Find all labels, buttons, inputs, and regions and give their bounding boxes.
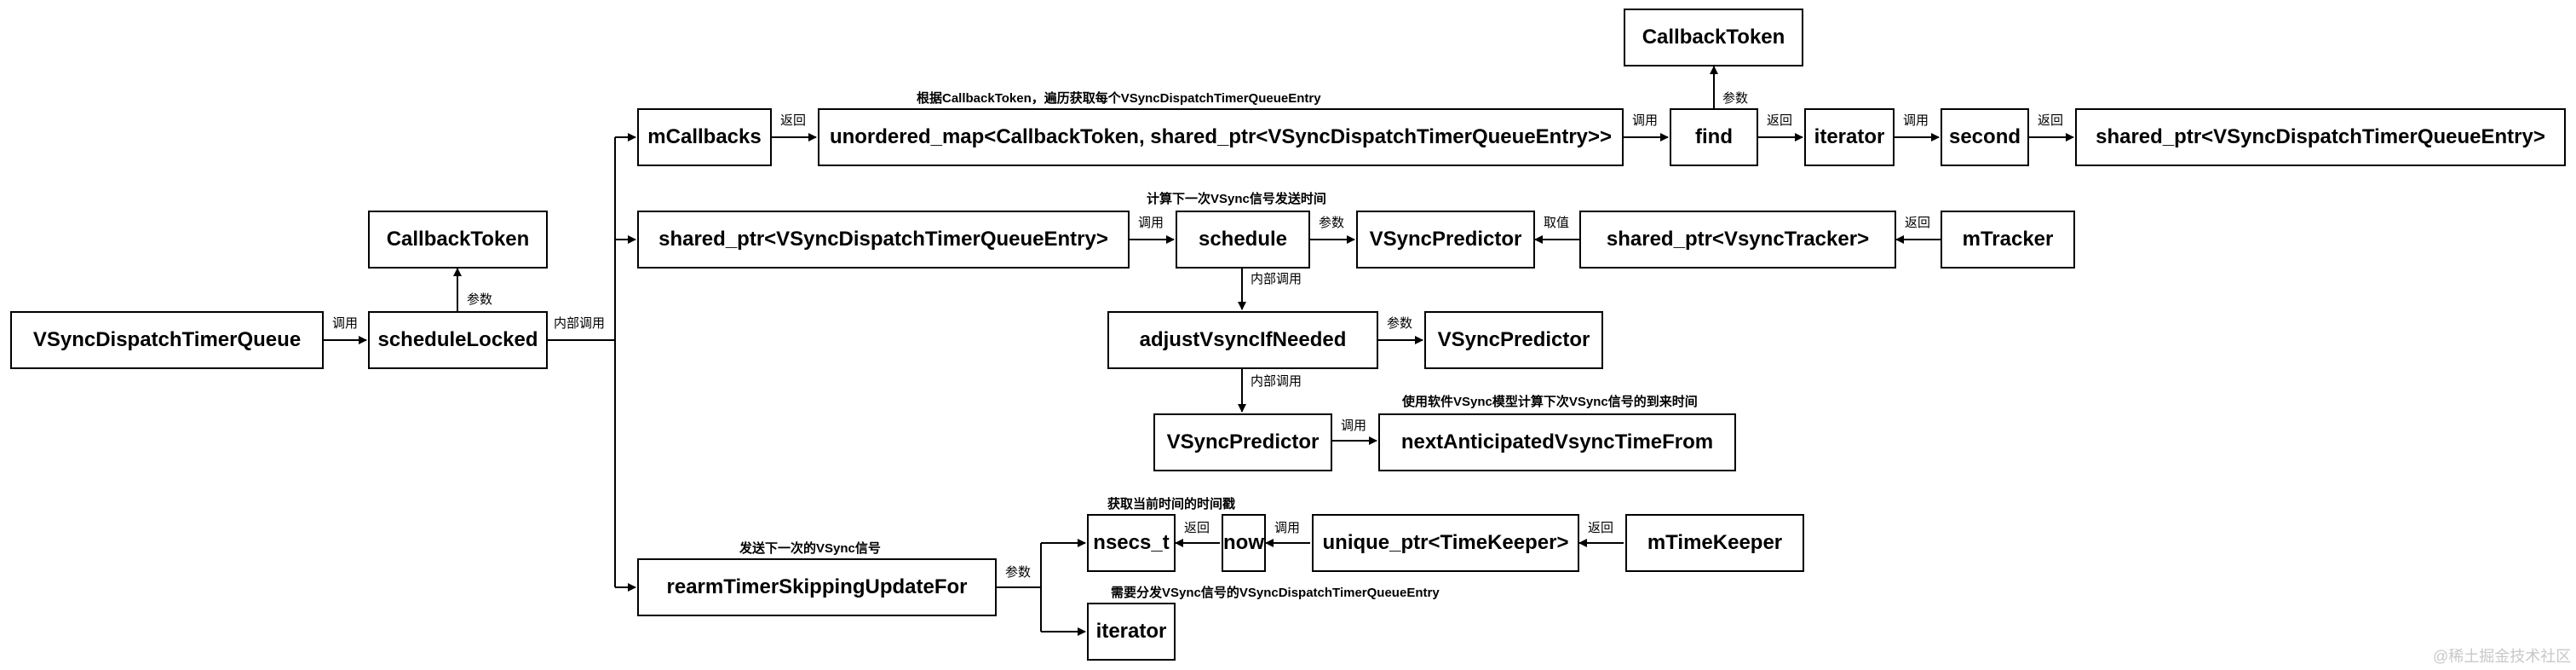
node-callback-token-param: CallbackToken [368, 211, 548, 269]
label-get-value: 取值 [1544, 216, 1570, 230]
label-call-second: 调用 [1903, 113, 1929, 128]
label-return-tracker: 返回 [1905, 216, 1931, 230]
note-need-dispatch: 需要分发VSync信号的VSyncDispatchTimerQueueEntry [1111, 586, 1440, 600]
node-iterator-rearm: iterator [1087, 603, 1176, 661]
node-m-timekeeper: mTimeKeeper [1625, 514, 1804, 572]
note-model-compute: 使用软件VSync模型计算下次VSync信号的到来时间 [1402, 395, 1698, 409]
label-call-schedule-locked: 调用 [332, 316, 359, 331]
label-call-find: 调用 [1632, 113, 1659, 128]
label-return-timekeeper: 返回 [1588, 521, 1614, 535]
node-vsync-predictor-schedule: VSyncPredictor [1356, 211, 1535, 269]
node-m-callbacks: mCallbacks [637, 108, 772, 166]
node-rearm-timer-skipping-update-for: rearmTimerSkippingUpdateFor [637, 558, 997, 616]
label-param-callback-token: 参数 [467, 292, 493, 307]
label-param-adjust: 参数 [1387, 316, 1413, 331]
note-send-next: 发送下一次的VSync信号 [739, 541, 881, 556]
label-return-second: 返回 [2038, 113, 2064, 128]
node-iterator-find: iterator [1804, 108, 1895, 166]
node-now: now [1222, 514, 1266, 572]
label-param-rearm: 参数 [1005, 565, 1032, 580]
label-internal-call-adjust: 内部调用 [1251, 272, 1302, 286]
note-traverse: 根据CallbackToken，遍历获取每个VSyncDispatchTimer… [917, 91, 1321, 106]
node-unique-ptr-timekeeper: unique_ptr<TimeKeeper> [1312, 514, 1579, 572]
node-nsecs-t: nsecs_t [1087, 514, 1176, 572]
label-internal-call-next: 内部调用 [1251, 374, 1302, 389]
label-return-m-callbacks: 返回 [780, 113, 807, 128]
label-call-now: 调用 [1274, 521, 1301, 535]
node-second: second [1941, 108, 2029, 166]
node-m-tracker: mTracker [1941, 211, 2075, 269]
node-schedule-locked: scheduleLocked [368, 311, 548, 369]
label-param-schedule: 参数 [1319, 216, 1345, 230]
node-schedule: schedule [1176, 211, 1310, 269]
node-vsync-predictor-adjust: VSyncPredictor [1424, 311, 1603, 369]
node-vsync-predictor-next: VSyncPredictor [1153, 413, 1332, 471]
label-return-find: 返回 [1767, 113, 1793, 128]
node-next-anticipated-vsync-time-from: nextAnticipatedVsyncTimeFrom [1378, 413, 1736, 471]
note-compute-next: 计算下一次VSync信号发送时间 [1147, 192, 1326, 206]
node-callback-token-find: CallbackToken [1624, 9, 1803, 66]
node-shared-ptr-entry-result: shared_ptr<VSyncDispatchTimerQueueEntry> [2075, 108, 2566, 166]
node-adjust-vsync-if-needed: adjustVsyncIfNeeded [1107, 311, 1378, 369]
label-param-find: 参数 [1722, 91, 1749, 106]
node-vsync-dispatch-timer-queue: VSyncDispatchTimerQueue [10, 311, 324, 369]
label-return-now: 返回 [1184, 521, 1210, 535]
watermark: @稀土掘金技术社区 [2433, 648, 2572, 665]
node-unordered-map: unordered_map<CallbackToken, shared_ptr<… [818, 108, 1624, 166]
node-find: find [1670, 108, 1758, 166]
label-internal-call-branch: 内部调用 [554, 316, 606, 331]
node-shared-ptr-entry: shared_ptr<VSyncDispatchTimerQueueEntry> [637, 211, 1130, 269]
label-call-schedule: 调用 [1138, 216, 1164, 230]
note-get-timestamp: 获取当前时间的时间戳 [1107, 497, 1236, 511]
node-shared-ptr-tracker: shared_ptr<VsyncTracker> [1579, 211, 1896, 269]
label-call-next: 调用 [1341, 419, 1367, 433]
